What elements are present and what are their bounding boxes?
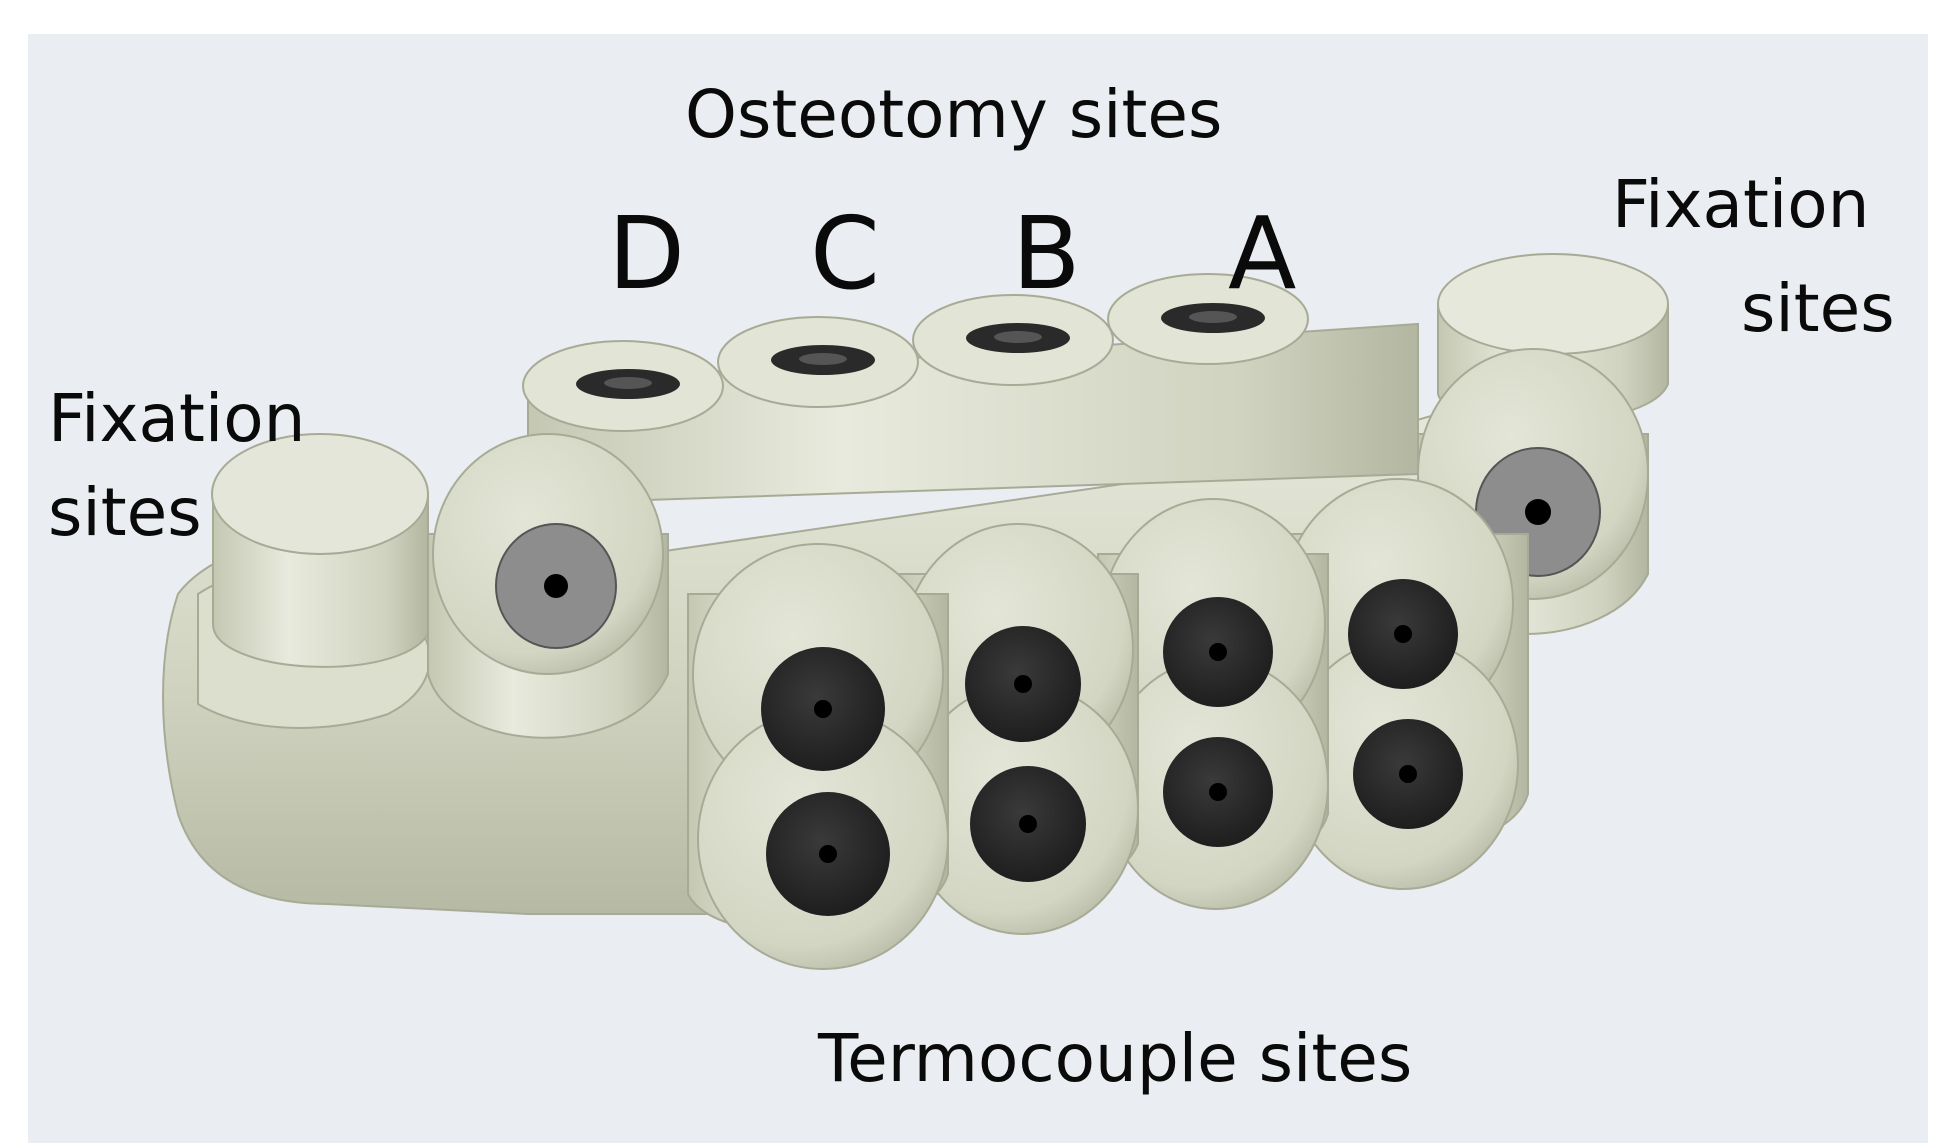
surgical-guide-illustration <box>162 253 1669 970</box>
osteotomy-letter-a: A <box>1228 195 1297 312</box>
osteotomy-holes <box>576 303 1265 399</box>
termocouple-block-c <box>897 523 1139 935</box>
osteotomy-letter-c: C <box>810 195 880 312</box>
osteotomy-letter-d: D <box>608 195 686 312</box>
right-fixation-top <box>1437 253 1669 355</box>
osteotomy-letter-b: B <box>1012 195 1081 312</box>
fixation-left-label-line1: Fixation <box>48 380 306 457</box>
osteotomy-sites-label: Osteotomy sites <box>685 76 1223 153</box>
termocouple-block-a <box>1277 478 1529 890</box>
termocouple-sites-label: Termocouple sites <box>818 1020 1413 1097</box>
termocouple-block-d <box>687 543 949 970</box>
termocouple-block-b <box>1097 498 1329 910</box>
fixation-left-label-line2: sites <box>48 474 202 551</box>
fixation-right-label-line1: Fixation <box>1612 166 1870 243</box>
left-fixation-drum <box>427 433 669 739</box>
figure-panel: Osteotomy sites D C B A Fixation sites F… <box>28 34 1928 1143</box>
left-fixation-top <box>211 433 429 555</box>
fixation-right-label-line2: sites <box>1741 270 1895 347</box>
